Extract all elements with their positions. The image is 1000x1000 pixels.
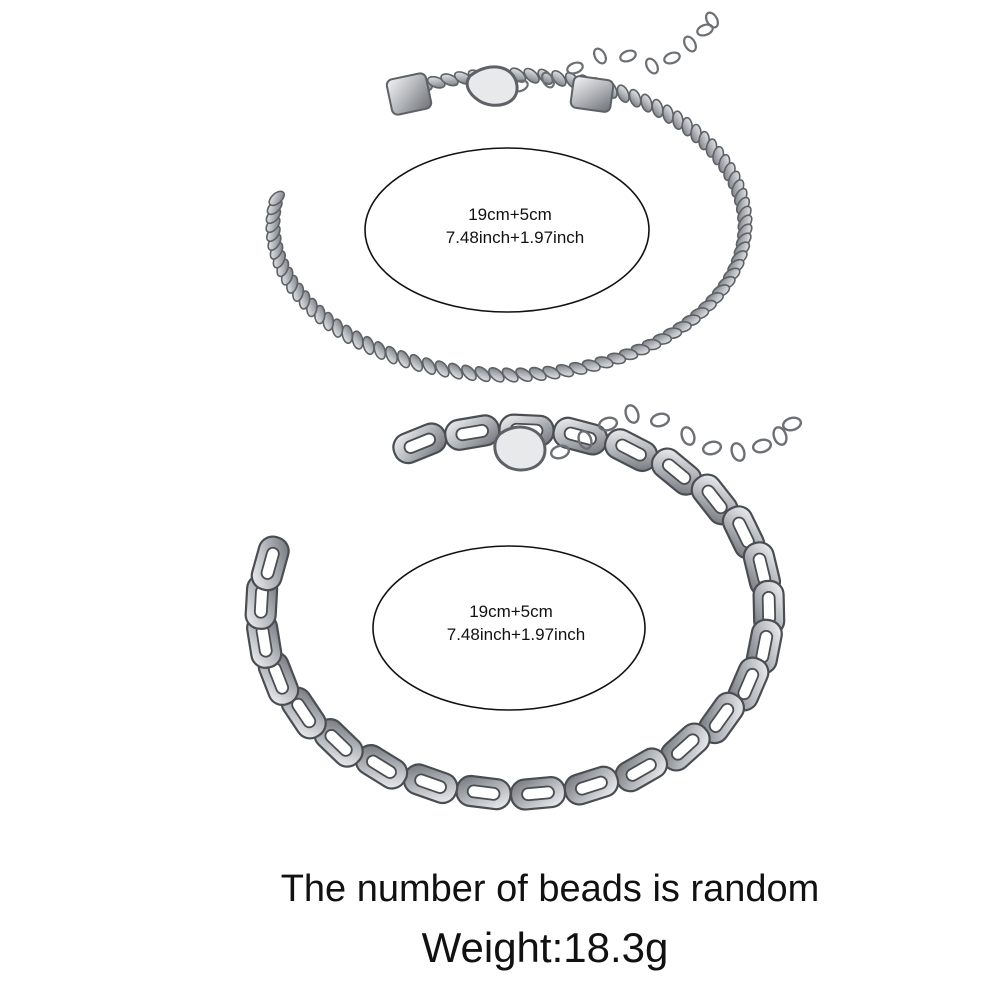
end-cap-right bbox=[569, 75, 615, 113]
rope-chain-bracelet: 19cm+5cm 7.48inch+1.97inch bbox=[265, 11, 753, 383]
rope-extender-chain bbox=[511, 11, 719, 93]
lobster-clasp bbox=[493, 425, 547, 472]
size-inch-label: 7.48inch+1.97inch bbox=[446, 228, 584, 247]
size-cm-label: 19cm+5cm bbox=[468, 205, 552, 224]
weight-label: Weight:18.3g bbox=[421, 924, 669, 971]
end-cap-left bbox=[385, 72, 433, 116]
curb-chain-bracelet: 19cm+5cm 7.48inch+1.97inch bbox=[244, 404, 803, 811]
beads-note: The number of beads is random bbox=[280, 868, 820, 910]
size-inch-label: 7.48inch+1.97inch bbox=[447, 625, 585, 644]
measurement-ellipse bbox=[364, 147, 650, 313]
size-cm-label: 19cm+5cm bbox=[469, 602, 553, 621]
curb-extender-chain bbox=[549, 404, 803, 462]
lobster-clasp bbox=[465, 65, 519, 107]
curb-chain-links bbox=[244, 413, 786, 811]
measurement-ellipse bbox=[372, 545, 646, 711]
